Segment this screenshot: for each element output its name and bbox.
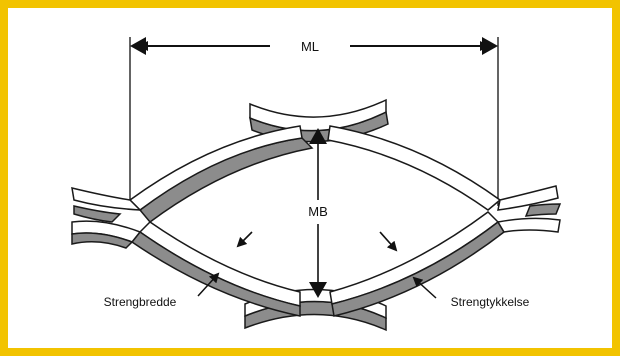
strand-thickness-pointer (379, 231, 398, 252)
strand-width-pointer (236, 231, 253, 248)
ml-dimension (129, 37, 499, 206)
ml-label: ML (301, 39, 319, 54)
mb-label: MB (308, 204, 328, 219)
strand-width-label: Strengbredde (104, 295, 177, 309)
strand-thickness-leader (412, 276, 437, 299)
strand-lower-left (130, 221, 301, 317)
mb-dimension (309, 128, 327, 298)
strand-width-leader (197, 272, 220, 297)
strand-upper-left (128, 125, 314, 224)
strand-thickness-label: Strengtykkelse (451, 295, 530, 309)
left-node (71, 187, 142, 249)
right-node (496, 185, 562, 233)
strand-upper-right (327, 125, 502, 211)
